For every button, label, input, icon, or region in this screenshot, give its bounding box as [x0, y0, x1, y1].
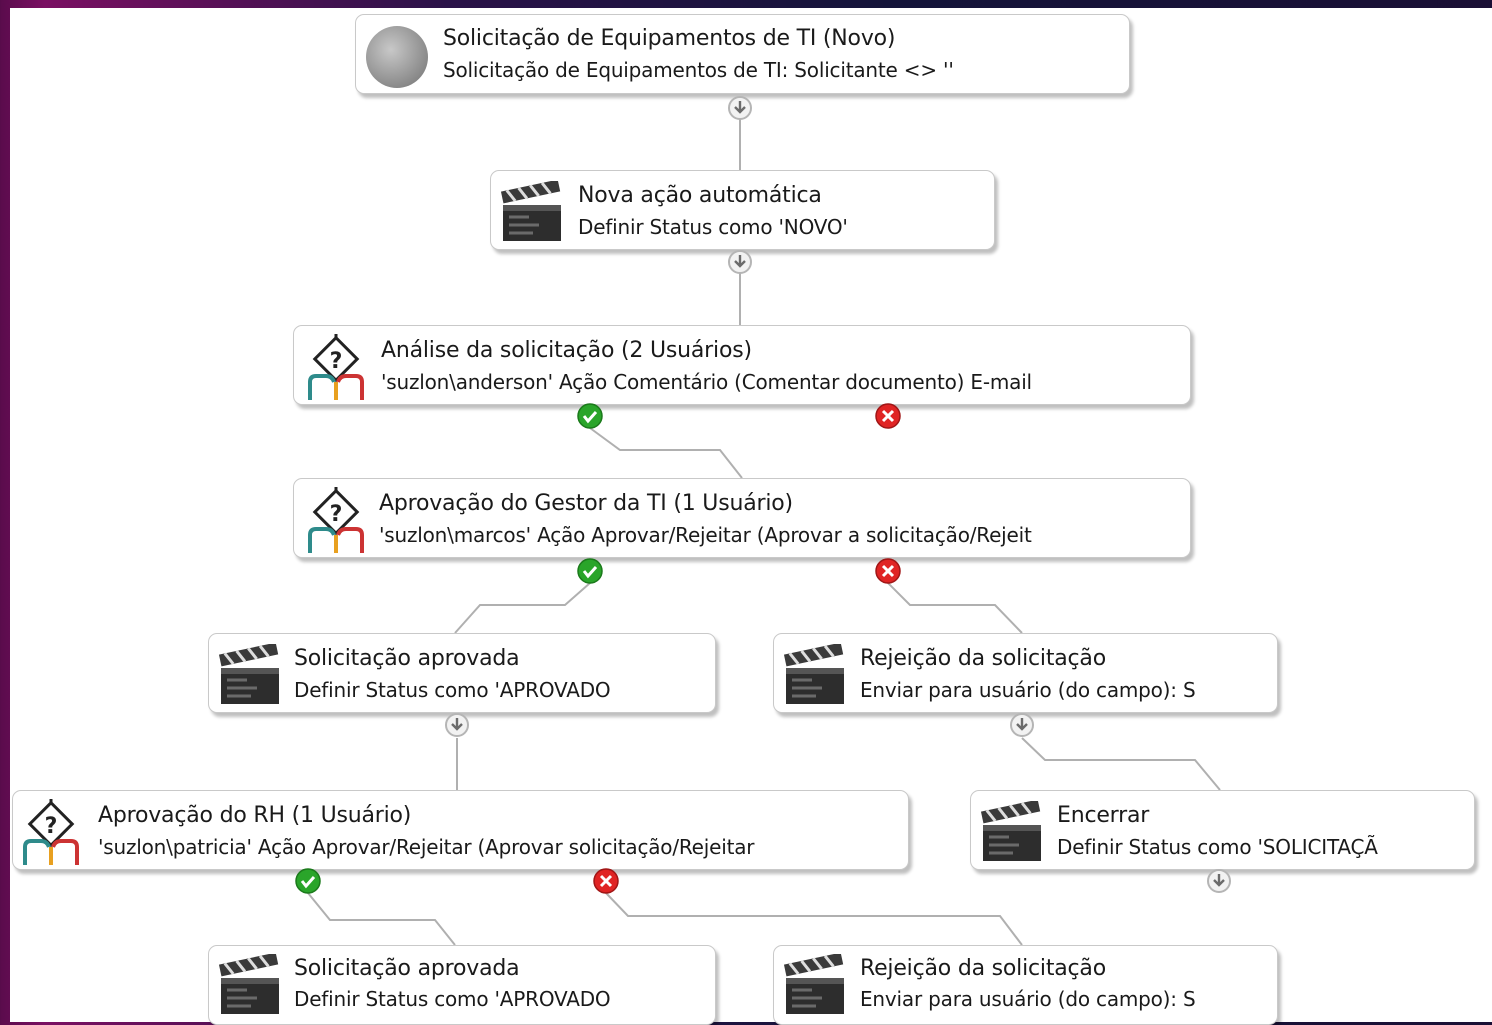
- node-aprovada-2[interactable]: Solicitação aprovada Definir Status como…: [208, 945, 716, 1025]
- node-title: Solicitação aprovada: [294, 956, 520, 981]
- svg-text:?: ?: [330, 502, 343, 527]
- svg-text:?: ?: [45, 814, 58, 839]
- node-aprovada-1[interactable]: Solicitação aprovada Definir Status como…: [208, 633, 716, 713]
- node-title: Solicitação aprovada: [294, 646, 520, 671]
- node-title: Aprovação do RH (1 Usuário): [98, 803, 412, 828]
- down-arrow-connector-icon[interactable]: [1205, 867, 1233, 895]
- clapperboard-icon: [218, 954, 279, 1014]
- node-title: Encerrar: [1057, 803, 1150, 828]
- clapperboard-icon: [500, 181, 561, 241]
- node-title: Solicitação de Equipamentos de TI (Novo): [443, 26, 896, 51]
- node-subtitle: Definir Status como 'NOVO': [578, 215, 848, 239]
- node-subtitle: Definir Status como 'APROVADO: [294, 987, 611, 1011]
- node-subtitle: Enviar para usuário (do campo): S: [860, 987, 1196, 1011]
- node-rejeicao-1[interactable]: Rejeição da solicitação Enviar para usuá…: [773, 633, 1278, 713]
- clapperboard-icon: [783, 954, 844, 1014]
- node-gestor[interactable]: ? Aprovação do Gestor da TI (1 Usuário) …: [293, 478, 1191, 558]
- node-subtitle: Definir Status como 'SOLICITAÇÃ: [1057, 835, 1378, 859]
- svg-text:?: ?: [330, 349, 343, 374]
- node-subtitle: Solicitação de Equipamentos de TI: Solic…: [443, 58, 954, 82]
- decision-icon: ?: [308, 334, 364, 400]
- down-arrow-connector-icon[interactable]: [726, 94, 754, 122]
- node-subtitle: 'suzlon\patricia' Ação Aprovar/Rejeitar …: [98, 835, 755, 859]
- clapperboard-icon: [783, 644, 844, 704]
- approve-check-icon[interactable]: [576, 402, 604, 430]
- node-analise[interactable]: ? Análise da solicitação (2 Usuários) 's…: [293, 325, 1191, 405]
- node-rejeicao-2[interactable]: Rejeição da solicitação Enviar para usuá…: [773, 945, 1278, 1025]
- node-subtitle: Definir Status como 'APROVADO: [294, 678, 611, 702]
- down-arrow-connector-icon[interactable]: [726, 248, 754, 276]
- node-subtitle: 'suzlon\anderson' Ação Comentário (Comen…: [381, 370, 1032, 394]
- approve-check-icon[interactable]: [576, 557, 604, 585]
- down-arrow-connector-icon[interactable]: [443, 711, 471, 739]
- reject-x-icon[interactable]: [592, 867, 620, 895]
- node-nova-acao[interactable]: Nova ação automática Definir Status como…: [490, 170, 995, 250]
- reject-x-icon[interactable]: [874, 557, 902, 585]
- node-rh[interactable]: ? Aprovação do RH (1 Usuário) 'suzlon\pa…: [12, 790, 909, 870]
- start-circle-icon: [366, 26, 428, 88]
- node-subtitle: Enviar para usuário (do campo): S: [860, 678, 1196, 702]
- clapperboard-icon: [980, 801, 1041, 861]
- node-subtitle: 'suzlon\marcos' Ação Aprovar/Rejeitar (A…: [379, 523, 1032, 547]
- node-title: Aprovação do Gestor da TI (1 Usuário): [379, 491, 793, 516]
- node-title: Rejeição da solicitação: [860, 956, 1106, 981]
- node-start[interactable]: Solicitação de Equipamentos de TI (Novo)…: [355, 14, 1130, 94]
- reject-x-icon[interactable]: [874, 402, 902, 430]
- node-title: Rejeição da solicitação: [860, 646, 1106, 671]
- decision-icon: ?: [23, 799, 79, 865]
- decision-icon: ?: [308, 487, 364, 553]
- node-encerrar[interactable]: Encerrar Definir Status como 'SOLICITAÇÃ: [970, 790, 1475, 870]
- node-title: Nova ação automática: [578, 183, 822, 208]
- down-arrow-connector-icon[interactable]: [1008, 711, 1036, 739]
- approve-check-icon[interactable]: [294, 867, 322, 895]
- clapperboard-icon: [218, 644, 279, 704]
- node-title: Análise da solicitação (2 Usuários): [381, 338, 752, 363]
